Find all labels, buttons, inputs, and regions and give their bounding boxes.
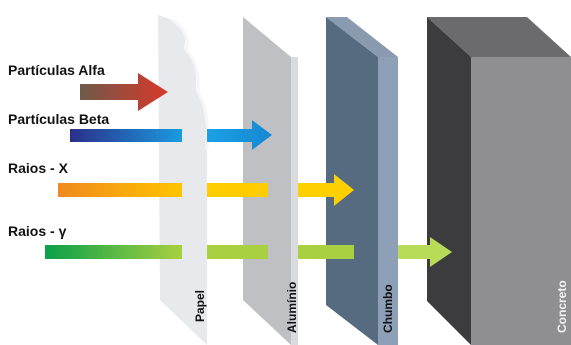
beta-segment-1 (70, 129, 182, 142)
gamma-arrow (398, 237, 452, 267)
barrier-concreto (427, 17, 571, 345)
label-papel: Papel (193, 290, 207, 322)
gamma-segment-3 (298, 245, 354, 259)
xray-beam (58, 174, 354, 206)
beta-beam (70, 120, 272, 150)
barrier-chumbo (326, 17, 398, 345)
gamma-segment-1 (45, 245, 182, 259)
label-gamma: Raios - γ (8, 223, 67, 239)
concreto-side-face (427, 17, 471, 345)
alfa-arrow (80, 73, 168, 111)
barrier-papel (158, 15, 210, 345)
aluminio-edge (291, 57, 298, 345)
papel-sheet (158, 15, 208, 345)
concreto-top-face (427, 17, 571, 57)
label-chumbo: Chumbo (381, 284, 395, 333)
alfa-beam (80, 73, 168, 111)
gamma-beam (45, 237, 452, 267)
xray-segment-1 (58, 183, 182, 197)
aluminio-face (243, 17, 291, 345)
label-aluminio: Alumínio (285, 282, 299, 333)
label-alfa: Partículas Alfa (8, 62, 105, 78)
concreto-front-face (471, 57, 571, 345)
beta-arrow (207, 120, 272, 150)
chumbo-face (326, 17, 378, 345)
label-xray: Raios - X (8, 160, 69, 176)
chumbo-edge (378, 57, 398, 345)
label-beta: Partículas Beta (8, 111, 109, 127)
papel-curl (171, 18, 210, 151)
gamma-segment-2 (207, 245, 268, 259)
chumbo-top-edge (326, 17, 398, 57)
xray-arrow (298, 174, 354, 206)
barrier-aluminio (243, 17, 298, 345)
label-concreto: Concreto (555, 280, 569, 333)
xray-segment-2 (207, 183, 268, 197)
